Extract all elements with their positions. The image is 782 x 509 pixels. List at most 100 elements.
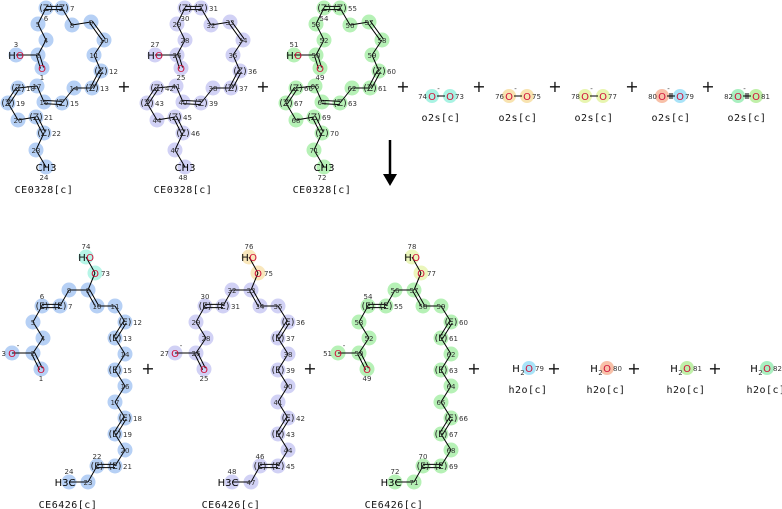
single-bond <box>222 289 233 307</box>
atom-number: 10 <box>100 37 109 45</box>
stereo-label: (Z) <box>307 113 320 123</box>
oxygen-atom: O <box>417 269 425 280</box>
charge-label: - <box>743 85 746 93</box>
double-bond <box>115 322 127 340</box>
oxygen-atom: O <box>599 92 607 103</box>
atom-number: 44 <box>153 117 162 125</box>
hydrogen-label: H <box>750 364 758 375</box>
stereo-label: (Z) <box>140 99 153 109</box>
double-bond <box>278 322 290 340</box>
atom-number: 53 <box>312 21 321 29</box>
stereo-label: (Z) <box>85 84 98 94</box>
atom-number: 80 <box>613 365 622 373</box>
atom-number: 24 <box>40 174 49 182</box>
atom-number: 26 <box>192 350 201 358</box>
oxygen-atom: O <box>412 253 420 264</box>
atom-number: 3 <box>14 41 18 49</box>
stereo-label: (E) <box>199 302 212 312</box>
single-bond <box>35 149 47 168</box>
atom-number: 82 <box>773 365 782 373</box>
atom-number: 8 <box>70 22 74 30</box>
h2o-name: h2o[c] <box>508 385 547 396</box>
atom-number: 16 <box>40 99 49 107</box>
oxygen-atom: O <box>446 92 454 103</box>
atom-highlight <box>173 60 189 76</box>
atom-number: 57 <box>410 287 419 295</box>
stereo-label: (Z) <box>178 4 191 14</box>
atom-number: 59 <box>437 303 446 311</box>
single-bond <box>232 39 244 56</box>
atom-number: 56 <box>346 22 355 30</box>
single-bond <box>176 23 186 41</box>
stereo-label: (E) <box>109 462 122 472</box>
single-bond <box>411 256 422 274</box>
atom-number: 58 <box>419 303 428 311</box>
atom-number: 10 <box>93 303 102 311</box>
single-bond <box>17 85 38 89</box>
single-bond <box>87 272 96 291</box>
stereo-label: (Z) <box>1 99 14 109</box>
double-bond <box>115 418 127 436</box>
stereo-label: (E) <box>109 366 122 376</box>
atom-number: 29 <box>173 21 182 29</box>
single-bond <box>114 385 126 403</box>
atom-number: 44 <box>284 447 293 455</box>
atom-number: 54 <box>364 293 373 301</box>
stereo-label: (E) <box>272 430 285 440</box>
atom-number: 11 <box>90 52 99 60</box>
atom-number: 37 <box>239 85 248 93</box>
atom-highlight <box>332 0 348 16</box>
atom-highlight <box>749 89 763 103</box>
atom-number: 79 <box>685 93 694 101</box>
stereo-label: (E) <box>119 318 132 328</box>
oxygen-atom: O <box>428 92 436 103</box>
atom-number: 14 <box>121 351 130 359</box>
double-bond <box>228 22 243 42</box>
charge-label: - <box>17 342 20 350</box>
single-bond <box>440 337 452 355</box>
charge-label: - <box>514 85 517 93</box>
double-bond <box>368 70 379 88</box>
product-name: CE6426[c] <box>39 500 98 509</box>
atom-number: 33 <box>247 287 256 295</box>
double-bond <box>313 55 319 69</box>
double-bond <box>229 70 240 88</box>
double-bond <box>88 288 99 306</box>
double-bond <box>249 290 260 308</box>
atom-number: 62 <box>447 351 456 359</box>
oxygen-anion: O <box>171 349 179 360</box>
atom-number: 55 <box>348 5 357 13</box>
stereo-label: (E) <box>445 318 458 328</box>
atom-number: 48 <box>179 174 188 182</box>
atom-number: 56 <box>391 287 400 295</box>
double-bond <box>278 418 290 436</box>
atom-number: 6 <box>44 15 49 23</box>
single-bond <box>413 465 424 483</box>
oxygen-atom: O <box>603 364 611 375</box>
atom-number: 32 <box>207 22 216 30</box>
single-bond <box>371 54 380 72</box>
single-bond <box>277 401 289 419</box>
single-bond <box>7 102 19 121</box>
atom-number: 82 <box>724 93 733 101</box>
atom-number: 11 <box>111 303 120 311</box>
atom-number: 81 <box>761 93 770 101</box>
atom-number: 73 <box>455 93 464 101</box>
oxygen-atom: O <box>658 92 666 103</box>
single-bond <box>114 305 126 323</box>
atom-number: 64 <box>318 99 327 107</box>
charge-label: - <box>343 342 346 350</box>
methyl-label: H3C <box>218 478 239 489</box>
atom-number: 67 <box>449 431 458 439</box>
atom-number: 17 <box>33 83 42 91</box>
oxygen-atom: O <box>294 51 302 62</box>
stereo-label: (Z) <box>333 99 346 109</box>
stereo-label: (E) <box>109 430 122 440</box>
single-bond <box>176 7 186 25</box>
atom-highlight <box>54 0 70 16</box>
atom-highlight <box>38 0 54 16</box>
double-bond <box>43 103 62 106</box>
